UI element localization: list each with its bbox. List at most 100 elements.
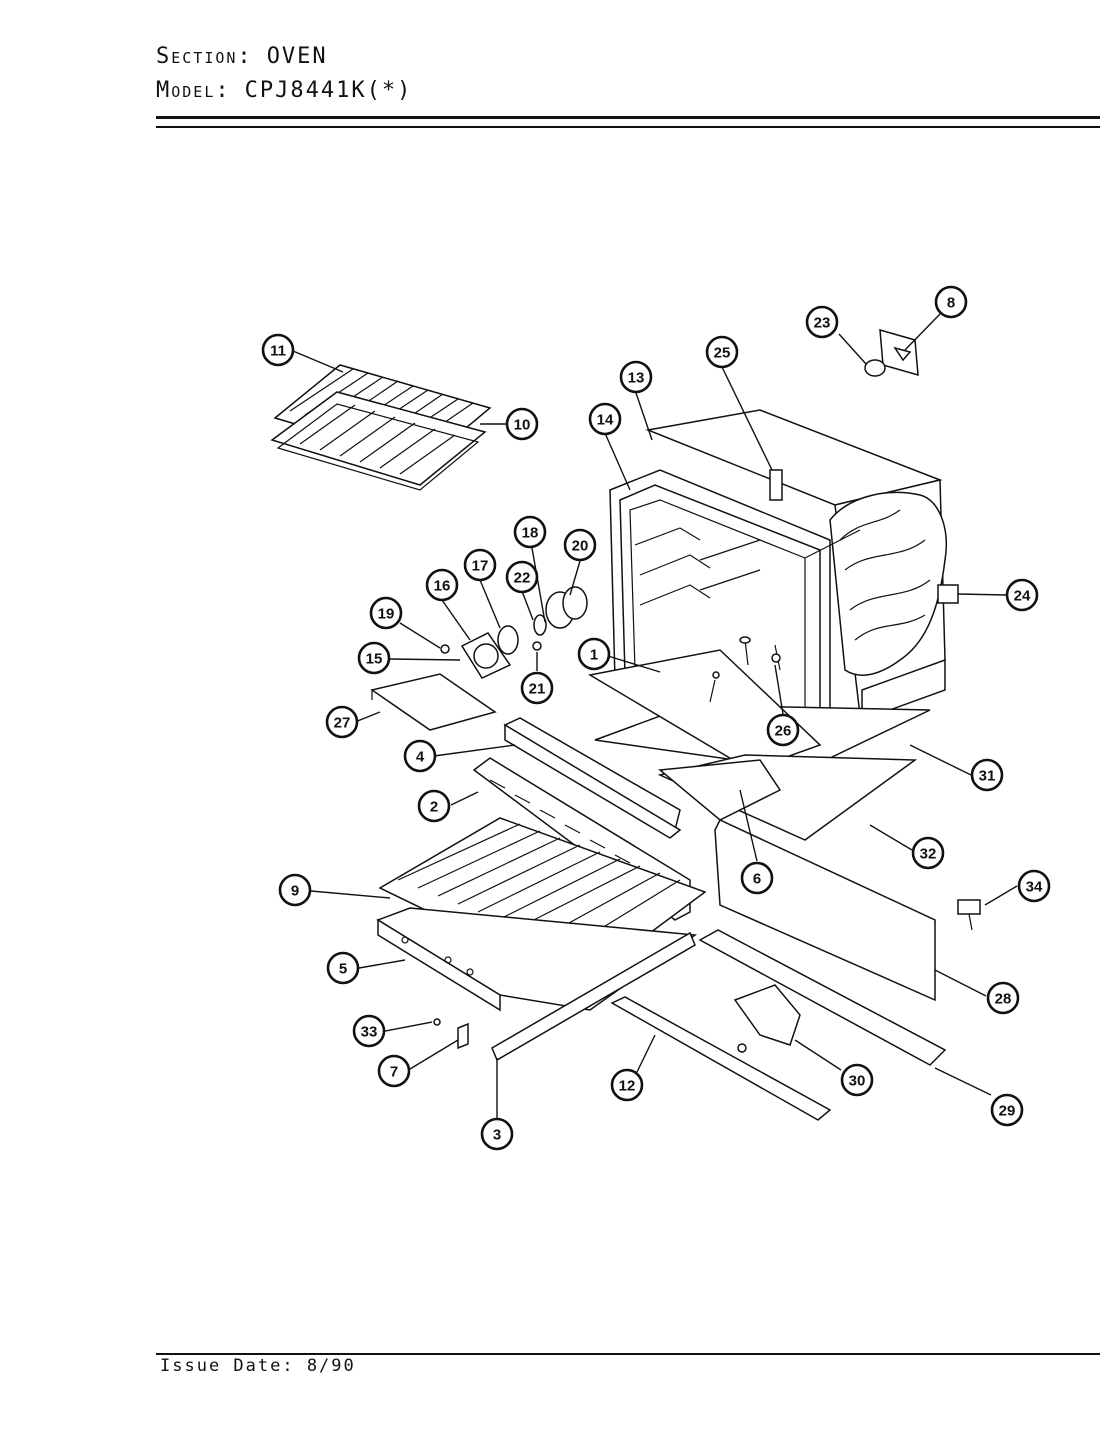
callout-number: 30 [849, 1073, 866, 1090]
callout-circle [480, 1117, 514, 1151]
callout-30: 30 [840, 1063, 874, 1097]
issue-date: Issue Date: 8/90 [160, 1356, 356, 1376]
callout-circle [1005, 578, 1039, 612]
slide-rail-right [698, 929, 947, 1066]
callout-number: 34 [1026, 879, 1043, 896]
callout-circle [840, 1063, 874, 1097]
callout-number: 23 [814, 315, 831, 332]
callout-14: 14 [588, 402, 622, 436]
callout-26: 26 [766, 713, 800, 747]
light-assembly [440, 586, 588, 679]
callout-27: 27 [325, 705, 359, 739]
callout-circle [577, 637, 611, 671]
callout-33: 33 [352, 1014, 386, 1048]
callout-6: 6 [740, 861, 774, 895]
callout-circle [403, 739, 437, 773]
callout-circle [505, 407, 539, 441]
callout-number: 5 [339, 961, 347, 978]
bracket-top [879, 328, 919, 377]
broiler-pan [270, 391, 487, 491]
callout-23: 23 [805, 305, 839, 339]
callout-circle [563, 528, 597, 562]
callout-number: 27 [334, 715, 351, 732]
callout-circle [357, 641, 391, 675]
callout-16: 16 [425, 568, 459, 602]
callouts: 1234567891011121314151617181920212223242… [261, 285, 1051, 1151]
callout-circle [1017, 869, 1051, 903]
callout-number: 1 [590, 647, 598, 664]
callout-circle [261, 333, 295, 367]
callout-number: 21 [529, 681, 546, 698]
callout-9: 9 [278, 873, 312, 907]
callout-29: 29 [990, 1093, 1024, 1127]
model-label: Model: [156, 78, 231, 103]
callout-number: 7 [390, 1064, 398, 1081]
callout-number: 29 [999, 1103, 1016, 1120]
grommet [864, 359, 886, 377]
callout-circle [619, 360, 653, 394]
callout-number: 6 [753, 871, 761, 888]
callout-circle [911, 836, 945, 870]
callout-number: 28 [995, 991, 1012, 1008]
model-value: CPJ8441K(*) [244, 78, 413, 103]
footer-rule [156, 1353, 1100, 1355]
callout-circle [740, 861, 774, 895]
callout-number: 10 [514, 417, 531, 434]
callout-22: 22 [505, 560, 539, 594]
callout-13: 13 [619, 360, 653, 394]
callout-5: 5 [326, 951, 360, 985]
callout-number: 18 [522, 525, 539, 542]
callout-circle [705, 335, 739, 369]
callout-17: 17 [463, 548, 497, 582]
callout-circle [513, 515, 547, 549]
slide-rail-left [491, 931, 696, 1062]
callout-number: 16 [434, 578, 451, 595]
callout-20: 20 [563, 528, 597, 562]
callout-circle [990, 1093, 1024, 1127]
leader-lines [292, 313, 1018, 1119]
callout-number: 12 [619, 1078, 636, 1095]
callout-circle [425, 568, 459, 602]
callout-circle [934, 285, 968, 319]
callout-3: 3 [480, 1117, 514, 1151]
callout-circle [278, 873, 312, 907]
callout-circle [986, 981, 1020, 1015]
callout-circle [520, 671, 554, 705]
rear-panel [714, 819, 936, 1002]
callout-21: 21 [520, 671, 554, 705]
burner-box [658, 759, 782, 821]
screws-group [709, 636, 781, 703]
callout-number: 9 [291, 883, 299, 900]
callout-18: 18 [513, 515, 547, 549]
callout-32: 32 [911, 836, 945, 870]
callout-7: 7 [377, 1054, 411, 1088]
section-heading: Section:OVEN [156, 44, 328, 69]
callout-12: 12 [610, 1068, 644, 1102]
callout-number: 2 [430, 799, 438, 816]
terminal-block [937, 584, 959, 604]
callout-10: 10 [505, 407, 539, 441]
callout-15: 15 [357, 641, 391, 675]
callout-19: 19 [369, 596, 403, 630]
bracket-plate [370, 673, 497, 731]
callout-circle [463, 548, 497, 582]
callout-number: 33 [361, 1024, 378, 1041]
callout-number: 24 [1014, 588, 1031, 605]
header-rule-thin [156, 126, 1100, 128]
callout-2: 2 [417, 789, 451, 823]
callout-circle [805, 305, 839, 339]
header-rule-thick [156, 116, 1100, 119]
callout-circle [588, 402, 622, 436]
callout-number: 4 [416, 749, 425, 766]
callout-circle [352, 1014, 386, 1048]
callout-number: 20 [572, 538, 589, 555]
door-switch [957, 899, 981, 931]
callout-circle [505, 560, 539, 594]
callout-circle [369, 596, 403, 630]
callout-number: 13 [628, 370, 645, 387]
callout-8: 8 [934, 285, 968, 319]
callout-number: 22 [514, 570, 531, 587]
section-label: Section: [156, 44, 253, 69]
callout-number: 8 [947, 295, 955, 312]
